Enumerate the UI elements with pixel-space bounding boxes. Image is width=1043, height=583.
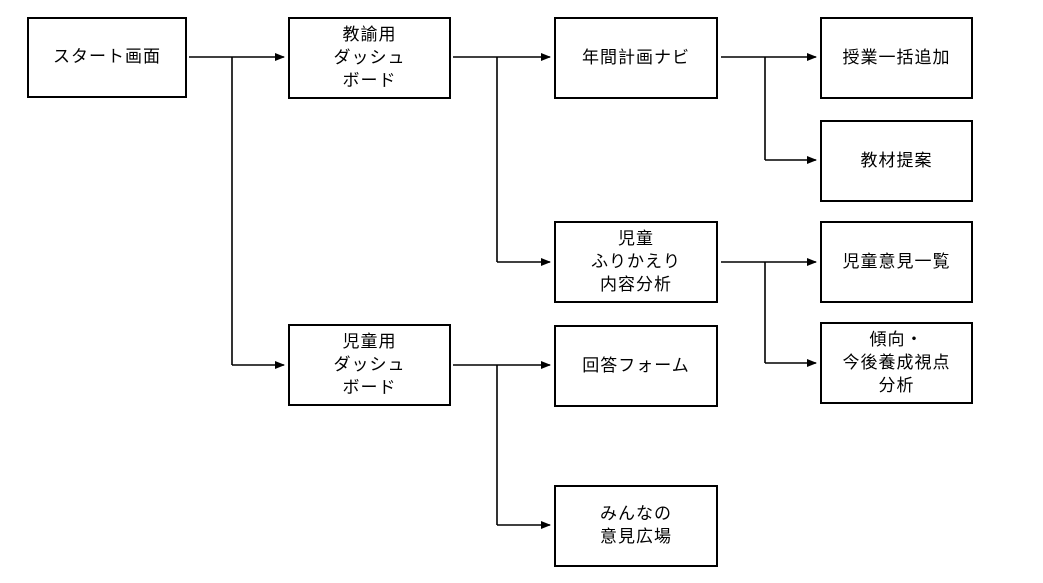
- node-trend-analysis-label: 傾向・ 今後養成視点 分析: [842, 329, 951, 396]
- node-answer-form: 回答フォーム: [554, 325, 718, 407]
- node-bulk-add-lessons: 授業一括追加: [820, 17, 973, 99]
- node-annual-plan-navi-label: 年間計画ナビ: [582, 47, 690, 68]
- node-reflection-analysis-label: 児童 ふりかえり 内容分析: [591, 228, 681, 295]
- node-start-screen: スタート画面: [27, 17, 187, 98]
- node-reflection-analysis: 児童 ふりかえり 内容分析: [554, 221, 718, 303]
- node-answer-form-label: 回答フォーム: [582, 355, 690, 376]
- node-student-opinion-list: 児童意見一覧: [820, 221, 973, 303]
- node-teacher-dashboard-label: 教諭用 ダッシュ ボード: [333, 24, 406, 91]
- node-annual-plan-navi: 年間計画ナビ: [554, 17, 718, 99]
- node-teacher-dashboard: 教諭用 ダッシュ ボード: [288, 17, 451, 99]
- node-student-dashboard-label: 児童用 ダッシュ ボード: [333, 331, 406, 398]
- node-bulk-add-lessons-label: 授業一括追加: [842, 47, 951, 68]
- node-trend-analysis: 傾向・ 今後養成視点 分析: [820, 322, 973, 404]
- node-start-screen-label: スタート画面: [53, 47, 161, 67]
- node-material-suggestion-label: 教材提案: [860, 150, 933, 171]
- node-student-opinion-list-label: 児童意見一覧: [842, 251, 951, 272]
- node-material-suggestion: 教材提案: [820, 120, 973, 202]
- node-everyone-forum-label: みんなの 意見広場: [600, 504, 672, 547]
- node-everyone-forum: みんなの 意見広場: [554, 485, 718, 567]
- node-student-dashboard: 児童用 ダッシュ ボード: [288, 324, 451, 406]
